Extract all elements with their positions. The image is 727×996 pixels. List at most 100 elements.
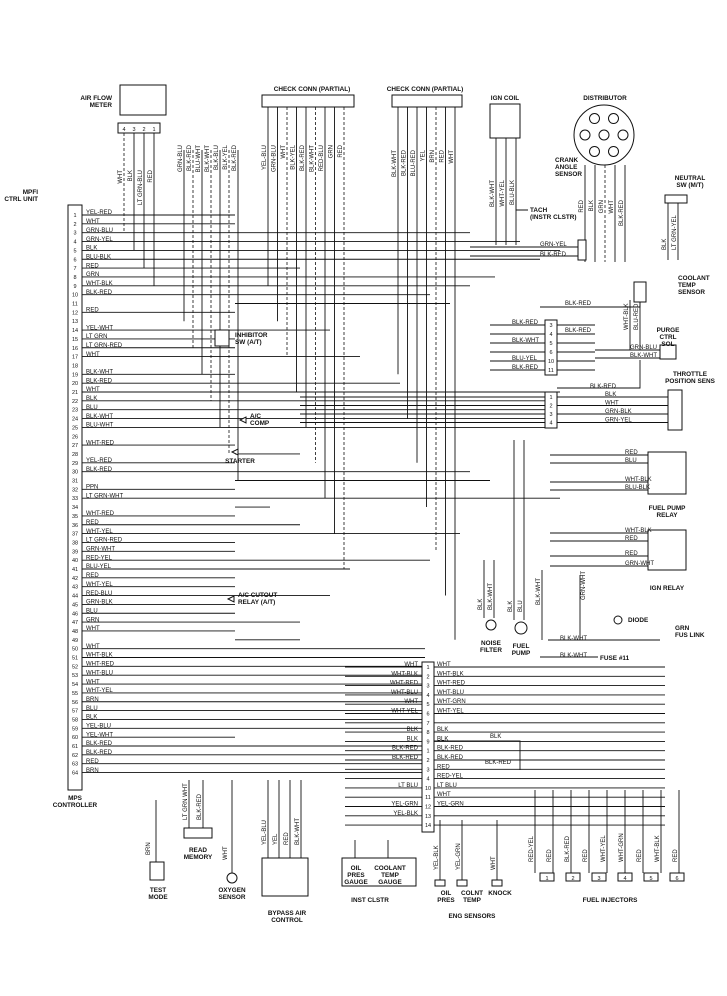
colnt-temp-label: TEMP <box>463 897 481 904</box>
mps-controller-label: CONTROLLER <box>53 802 98 809</box>
lower-conn-left-color: BLK-RED <box>392 746 419 752</box>
lower-conn-right-color: RED <box>437 764 450 770</box>
coolant-temp-gauge-label: COOLANT <box>374 865 406 872</box>
ecu-pin-wire-color: BLU-WHT <box>86 423 114 429</box>
bypass-air-control-label: CONTROL <box>271 917 303 924</box>
check-conn-2-wire-color: BLK-WHT <box>392 150 398 177</box>
ecu-pin-wire-color: BLU-BLK <box>86 254 111 260</box>
ecu-pin-wire-color: WHT-YEL <box>86 529 113 535</box>
noise-filter-wire-color: BLK <box>478 599 484 610</box>
lower-conn-pin: 13 <box>425 814 431 820</box>
ign-relay-wire-color: RED <box>625 536 638 542</box>
lower-conn-left-color: WHT <box>404 699 418 705</box>
fuel-pump-relay-label: RELAY <box>656 512 678 519</box>
ecu-pin-wire-color: GRN-BLK <box>86 600 113 606</box>
lower-conn-pin: 8 <box>426 730 429 736</box>
lower-conn-pin: 10 <box>425 786 431 792</box>
ecu-pin-wire-color: BLU <box>86 706 98 712</box>
check-conn-1-left-wire-color: BLU-WHT <box>196 145 202 173</box>
oil-pres-label: PRES <box>437 897 455 904</box>
lower-extra-blk-red: BLK-RED <box>485 760 512 766</box>
ecu-pin-number: 51 <box>72 656 78 662</box>
ecu-pin-number: 8 <box>73 275 76 281</box>
lower-conn-right-color: WHT <box>437 792 451 798</box>
grn-fus-link-label: GRN <box>675 625 690 632</box>
lower-conn-right-color: WHT-BLU <box>437 690 464 696</box>
ecu-pin-number: 5 <box>73 248 76 254</box>
fuel-pump-wire-color: BLK <box>508 601 514 612</box>
lower-conn-right-color: YEL-GRN <box>437 802 464 808</box>
check-conn-1-left-wire-color: BLK-YEL <box>223 144 229 169</box>
lower-conn-right-color: WHT-GRN <box>437 699 466 705</box>
distributor-center <box>598 129 610 141</box>
coolant-temp-sensor-label: SENSOR <box>678 289 705 296</box>
air-flow-meter-body <box>119 84 167 116</box>
inner-conn-b-pin: 4 <box>549 421 552 427</box>
injector-wire-color: RED <box>673 849 679 862</box>
purge-ctrl-sol-label: PURGE <box>657 327 680 334</box>
injector-wire-color: RED <box>583 849 589 862</box>
oil-pres-gauge-label: GAUGE <box>344 879 368 886</box>
ecu-pin-number: 35 <box>72 514 78 520</box>
check-conn-1-left-wire-color: BLK-BLU <box>214 145 220 170</box>
lower-conn-right-color: BLK-RED <box>437 755 464 761</box>
ecu-pin-wire-color: WHT-YEL <box>86 582 113 588</box>
lower-conn-pin: 12 <box>425 805 431 811</box>
mps-controller-label: MPS <box>68 795 83 802</box>
ecu-pin-wire-color: BRN <box>86 697 99 703</box>
lower-conn-pin: 1 <box>426 665 429 671</box>
ecu-pin-number: 7 <box>73 266 76 272</box>
inner-conn-a-right-label: BLK-RED <box>565 328 592 334</box>
ecu-pin-number: 13 <box>72 319 78 325</box>
lower-conn-pin: 1 <box>426 749 429 755</box>
oxygen-sensor-label: OXYGEN <box>218 887 246 894</box>
oxygen-wire-color: WHT <box>223 846 229 860</box>
ecu-pin-number: 33 <box>72 496 78 502</box>
read-memory-label: MEMORY <box>184 854 213 861</box>
test-mode-wire-color: BRN <box>146 842 152 855</box>
ecu-pin-wire-color: BLK <box>86 715 97 721</box>
ecu-pin-number: 1 <box>73 213 76 219</box>
fuel-pump-wire-color: BLU <box>518 600 524 612</box>
lower-connector <box>421 661 435 833</box>
eng-sensors-label: ENG SENSORS <box>449 913 497 920</box>
lower-extra-blk: BLK <box>490 734 501 740</box>
ecu-pin-number: 42 <box>72 576 78 582</box>
air-flow-meter-label: METER <box>90 102 113 109</box>
ac-comp-label: A/C <box>250 413 261 420</box>
noise-filter-label: NOISE <box>481 640 502 647</box>
ecu-pin-wire-color: RED-BLU <box>86 591 112 597</box>
inner-conn-a-pin: 5 <box>549 341 552 347</box>
ecu-pin-number: 41 <box>72 567 78 573</box>
ecu-pin-number: 43 <box>72 585 78 591</box>
lower-conn-right-color: RED-YEL <box>437 774 464 780</box>
ecu-pin-wire-color: BLK-RED <box>86 290 113 296</box>
purge-wire-color: BLK-WHT <box>630 353 657 359</box>
coolant-temp-gauge-label: GAUGE <box>378 879 402 886</box>
fp-relay-wire-color: BLU-BLK <box>625 485 650 491</box>
purge-ctrl-sol-label: CTRL <box>659 334 676 341</box>
ecu-pin-wire-color: LT GRN <box>86 334 107 340</box>
ecu-pin-number: 46 <box>72 611 78 617</box>
inner-conn-a-wire-color: BLU-YEL <box>512 356 538 362</box>
fp-relay-wire-color: WHT-BLK <box>625 477 652 483</box>
ecu-pin-wire-color: WHT <box>86 626 100 632</box>
neutral-sw-body <box>664 194 688 204</box>
lower-conn-left-color: YEL-BLK <box>393 811 418 817</box>
ecu-pin-number: 59 <box>72 726 78 732</box>
lower-conn-right-color: LT BLU <box>437 783 457 789</box>
fuel-injector <box>591 872 607 882</box>
fuel-injector <box>617 872 633 882</box>
ecu-pin-number: 23 <box>72 408 78 414</box>
grn-yel-label: GRN-YEL <box>540 242 567 248</box>
mpfi-ctrl-unit-label: MPFI <box>23 189 38 196</box>
coolant-temp-gauge-label: TEMP <box>381 872 399 879</box>
inner-conn-a-wire-color: BLK-WHT <box>512 338 539 344</box>
check-conn-1-wire-color: BLK-RED <box>300 144 306 171</box>
inner-conn-b-pin: 3 <box>549 412 552 418</box>
lower-conn-left-color: LT BLU <box>398 783 418 789</box>
read-memory-wire-color: BLK-RED <box>197 793 203 820</box>
afm-wire-color: RED <box>148 169 154 182</box>
lower-conn-pin: 2 <box>426 674 429 680</box>
oil-pres-gauge-label: OIL <box>351 865 362 872</box>
